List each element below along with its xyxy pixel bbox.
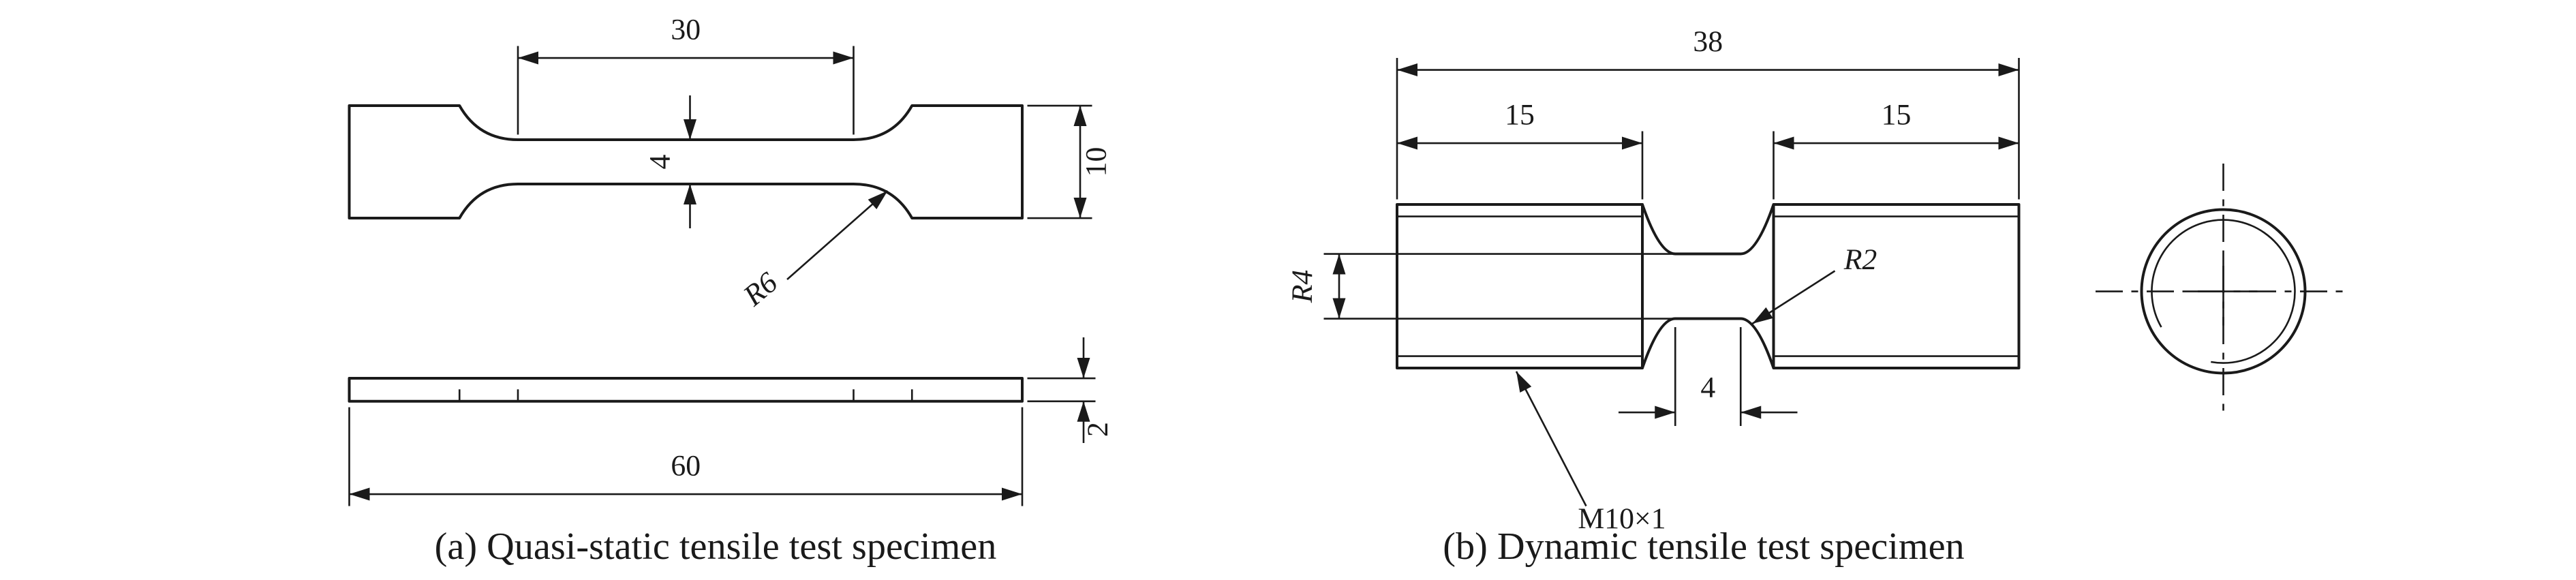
caption-specimen-a: (a) Quasi-static tensile test specimen: [435, 525, 997, 568]
leader-line: [1751, 270, 1836, 325]
dimension-gauge-width-a: 4: [644, 95, 696, 229]
specimen-b-end-view: [2096, 164, 2351, 420]
caption-specimen-b: (b) Dynamic tensile test specimen: [1443, 525, 1964, 568]
dimension-left-grip-length-b: 15: [1397, 99, 1644, 200]
end-view-thread-arc: [2151, 219, 2296, 364]
dimension-fillet-radius-b: R2: [1751, 243, 1877, 325]
specimen-a-side-view-outline: [348, 377, 1024, 403]
dimension-grip-width-a: 10: [1027, 104, 1113, 219]
specimen-a: 30 4 R6 10 60: [348, 14, 1114, 568]
specimen-a-top-view-outline: [348, 104, 1024, 220]
dimension-label: 4: [644, 154, 677, 169]
dimension-fillet-radius-a: R6: [737, 190, 889, 313]
dimension-label: R6: [737, 266, 784, 313]
dimension-label: 15: [1882, 99, 1912, 132]
dimension-label: 15: [1505, 99, 1535, 132]
thread-spec-label: M10×1: [1578, 502, 1666, 535]
specimen-b-right-grip-outline: [1772, 203, 2021, 370]
dimension-label: R4: [1286, 270, 1319, 304]
dimension-label: 38: [1693, 25, 1723, 58]
dimension-label: 30: [671, 14, 701, 46]
dimension-gauge-radius-b: R4: [1286, 253, 1675, 320]
specimen-b: 38 15 15 R4 R2: [1286, 25, 2351, 568]
leader-line: [786, 190, 889, 280]
dimension-label: 60: [671, 450, 701, 483]
dimension-gauge-length-a: 30: [517, 14, 855, 135]
dimension-thickness-a: 2: [1027, 337, 1114, 444]
dimension-total-length-a: 60: [348, 407, 1024, 506]
dimension-gauge-length-b: 4: [1619, 327, 1798, 427]
dimension-right-grip-length-b: 15: [1773, 99, 2019, 200]
specimen-b-left-grip-outline: [1396, 203, 1644, 370]
dimension-label: 4: [1700, 371, 1715, 404]
thread-callout: M10×1: [1515, 371, 1666, 535]
dimension-label: 10: [1080, 147, 1113, 177]
leader-line: [1515, 371, 1587, 507]
specimen-b-neck-bottom-profile: [1641, 317, 1775, 369]
dimension-label: R2: [1843, 243, 1877, 276]
specimen-b-neck-top-profile: [1641, 204, 1775, 256]
dimension-total-length-b: 38: [1396, 25, 2020, 200]
dimension-label: 2: [1082, 422, 1114, 437]
